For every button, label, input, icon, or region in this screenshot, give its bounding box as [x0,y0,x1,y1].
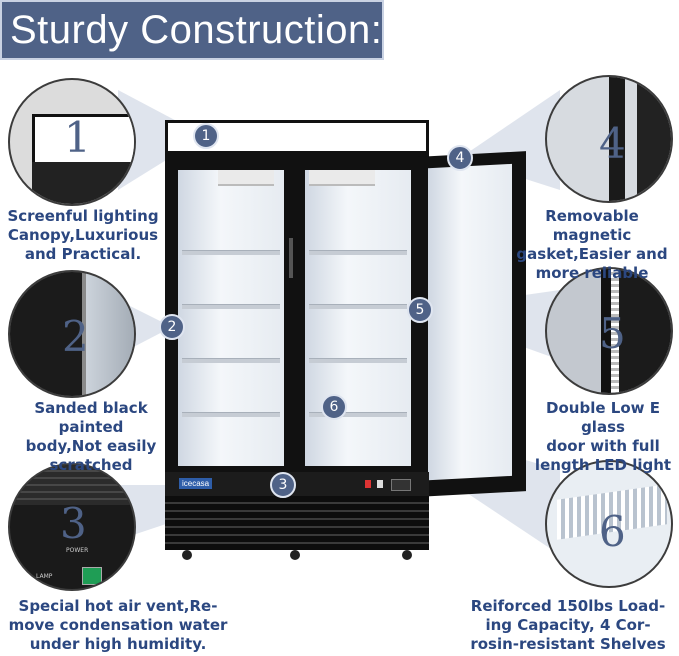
detail-number-2: 2 [62,312,89,361]
beam-1 [118,90,205,190]
right-door-glass [305,170,411,466]
control-strip: icecasa [165,472,429,496]
open-door-glass [428,163,512,481]
evaporator-vent [218,170,274,186]
title-banner: Sturdy Construction: [0,0,384,60]
open-door [418,151,526,497]
power-switch [365,480,371,488]
left-door-glass [178,170,284,466]
marker-6: 6 [321,394,347,420]
detail-image-6: 6 [545,460,673,588]
detail-number-5: 5 [599,309,626,358]
caption-6: Reiforced 150lbs Load-ing Capacity, 4 Co… [470,597,666,653]
marker-1: 1 [193,123,219,149]
caster [290,550,300,560]
temperature-display [391,479,411,491]
lamp-label: LAMP [36,573,53,580]
door-handle [289,238,293,278]
brand-logo: icecasa [179,478,213,489]
marker-5: 5 [407,297,433,323]
page-title: Sturdy Construction: [10,8,383,52]
detail-number-4: 4 [599,119,626,168]
fridge-illustration: icecasa [160,118,530,563]
marker-2: 2 [159,314,185,340]
bottom-grille [165,496,429,550]
evaporator-vent [309,170,375,186]
detail-number-3: 3 [60,499,87,548]
caster [182,550,192,560]
marker-3: 3 [270,472,296,498]
detail-number-6: 6 [599,507,626,556]
detail-image-3: POWER LAMP 3 [8,463,136,591]
detail-image-5: 5 [545,267,673,395]
caster [402,550,412,560]
lamp-switch [377,480,383,488]
detail-image-1: 1 [8,78,136,206]
detail-number-1: 1 [64,113,91,162]
detail-image-2: 2 [8,270,136,398]
green-switch-icon [82,567,102,585]
caption-3: Special hot air vent,Re-move condensatio… [8,597,228,653]
marker-4: 4 [447,145,473,171]
detail-image-4: 4 [545,75,673,203]
power-label: POWER [66,547,89,554]
